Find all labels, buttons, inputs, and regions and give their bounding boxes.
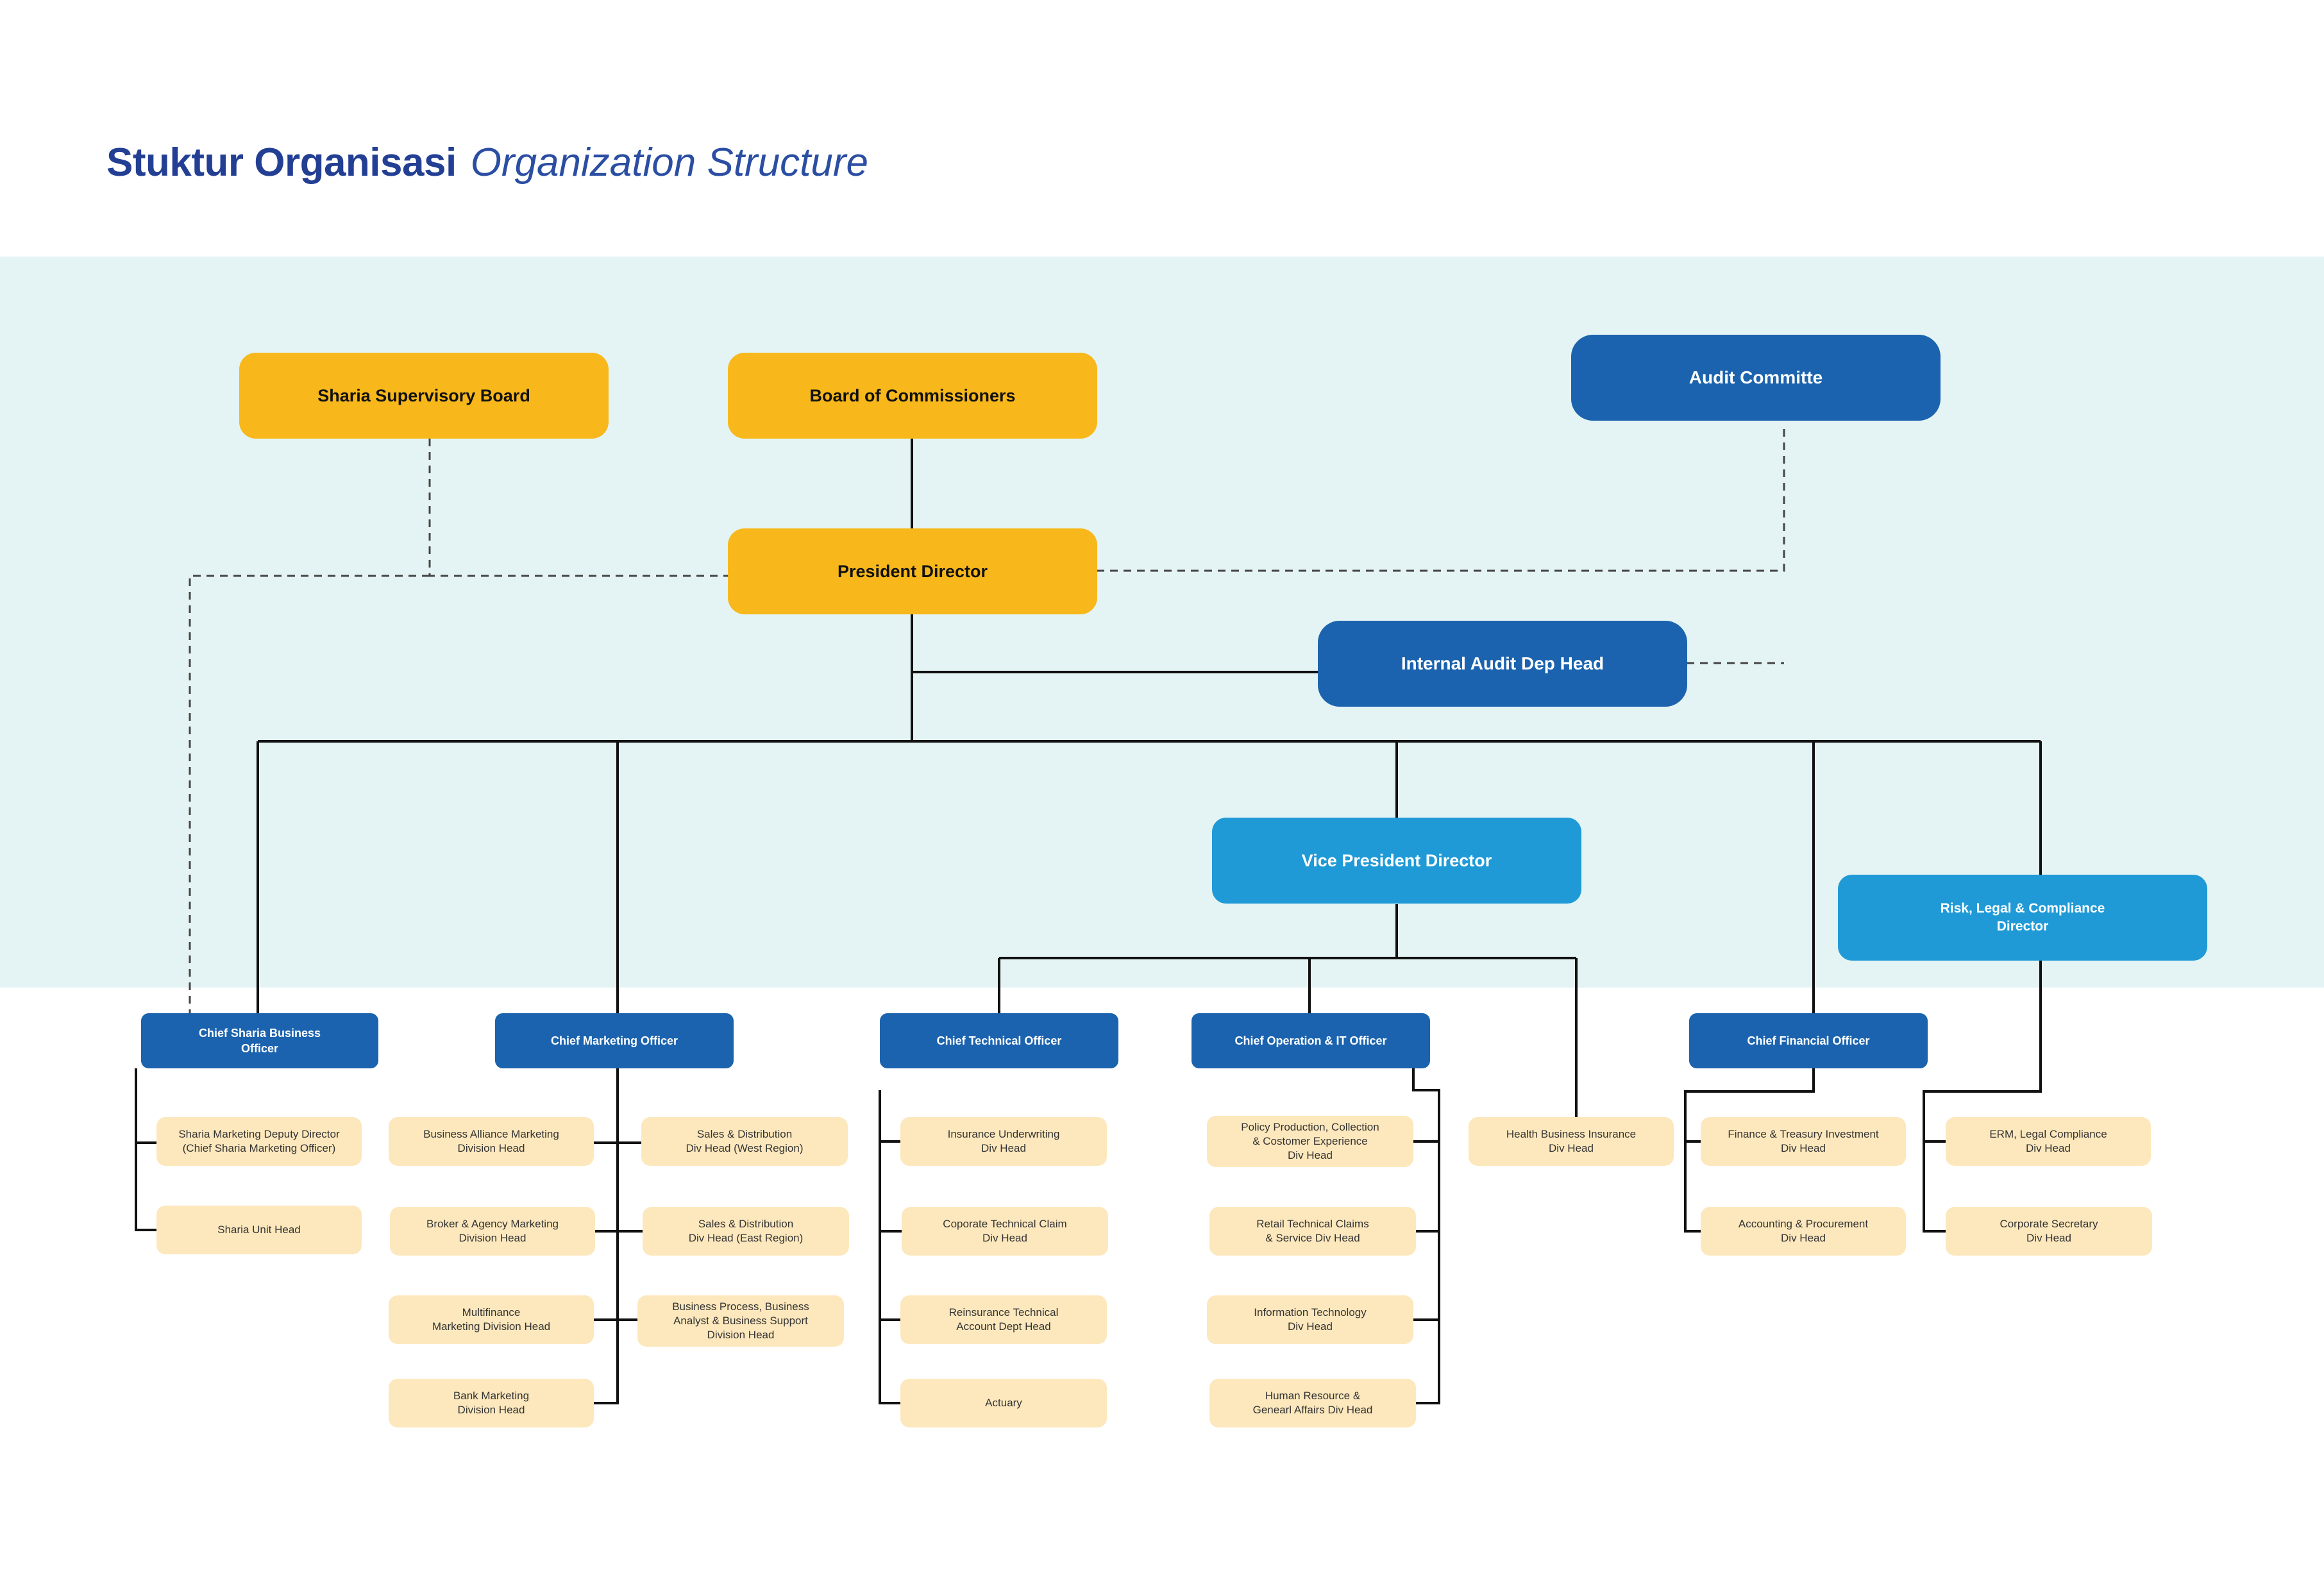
sharia-supervisory-board-box: Sharia Supervisory Board (239, 353, 609, 439)
marketing-unit-box: Business Process, Business Analyst & Bus… (637, 1295, 844, 1347)
technical-unit-label: Insurance Underwriting Div Head (947, 1128, 1060, 1154)
audit-committee-label: Audit Committe (1688, 367, 1823, 387)
marketing-unit-label: Multifinance Marketing Division Head (432, 1306, 551, 1333)
operation-unit-box: Human Resource & Genearl Affairs Div Hea… (1209, 1379, 1416, 1427)
vice-president-director-label: Vice President Director (1301, 850, 1492, 870)
health-business-insurance-box: Health Business Insurance Div Head (1469, 1117, 1674, 1166)
president-director-box: President Director (728, 528, 1097, 614)
board-of-commissioners-label: Board of Commissioners (809, 385, 1016, 405)
sharia-unit-label: Sharia Unit Head (217, 1224, 301, 1236)
audit-committee-box: Audit Committe (1571, 335, 1941, 421)
chief-marketing-officer-label: Chief Marketing Officer (550, 1034, 678, 1047)
marketing-unit-box: Business Alliance Marketing Division Hea… (389, 1117, 594, 1166)
technical-unit-box: Reinsurance Technical Account Dept Head (900, 1295, 1107, 1344)
technical-unit-label: Reinsurance Technical Account Dept Head (948, 1306, 1059, 1333)
technical-unit-box: Actuary (900, 1379, 1107, 1427)
operation-unit-label: Human Resource & Genearl Affairs Div Hea… (1252, 1390, 1373, 1416)
technical-unit-label: Actuary (985, 1397, 1022, 1409)
sharia-unit-label: Sharia Marketing Deputy Director (Chief … (178, 1128, 340, 1154)
health-business-insurance-label: Health Business Insurance Div Head (1506, 1128, 1637, 1154)
marketing-unit-box: Multifinance Marketing Division Head (389, 1295, 594, 1344)
chief-technical-officer-label: Chief Technical Officer (936, 1034, 1062, 1047)
sharia-supervisory-board-label: Sharia Supervisory Board (317, 385, 530, 405)
marketing-unit-box: Broker & Agency Marketing Division Head (390, 1207, 595, 1256)
marketing-unit-label: Broker & Agency Marketing Division Head (426, 1218, 559, 1244)
chief-sharia-business-officer-box: Chief Sharia Business Officer (141, 1013, 378, 1068)
technical-unit-box: Insurance Underwriting Div Head (900, 1117, 1107, 1166)
page-title-main: Stuktur Organisasi (106, 140, 457, 185)
risk-unit-box: Corporate Secretary Div Head (1946, 1207, 2152, 1256)
operation-unit-label: Information Technology Div Head (1254, 1306, 1367, 1333)
marketing-unit-box: Bank Marketing Division Head (389, 1379, 594, 1427)
operation-unit-label: Retail Technical Claims & Service Div He… (1256, 1218, 1369, 1244)
financial-unit-box: Accounting & Procurement Div Head (1701, 1207, 1906, 1256)
chief-marketing-officer-box: Chief Marketing Officer (495, 1013, 734, 1068)
technical-unit-label: Coporate Technical Claim Div Head (943, 1218, 1067, 1244)
financial-unit-label: Finance & Treasury Investment Div Head (1728, 1128, 1879, 1154)
sharia-unit-box: Sharia Marketing Deputy Director (Chief … (156, 1117, 362, 1166)
operation-unit-box: Information Technology Div Head (1207, 1295, 1413, 1344)
vice-president-director-box: Vice President Director (1212, 818, 1581, 904)
risk-unit-label: ERM, Legal Compliance Div Head (1989, 1128, 2107, 1154)
chief-operation-it-officer-box: Chief Operation & IT Officer (1191, 1013, 1430, 1068)
risk-unit-label: Corporate Secretary Div Head (2000, 1218, 2098, 1244)
financial-unit-box: Finance & Treasury Investment Div Head (1701, 1117, 1906, 1166)
operation-unit-box: Retail Technical Claims & Service Div He… (1209, 1207, 1416, 1256)
chief-sharia-business-officer-label: Chief Sharia Business Officer (198, 1027, 321, 1055)
sharia-unit-box: Sharia Unit Head (156, 1206, 362, 1254)
chief-financial-officer-box: Chief Financial Officer (1689, 1013, 1928, 1068)
marketing-unit-label: Sales & Distribution Div Head (West Regi… (686, 1128, 804, 1154)
chief-operation-it-officer-label: Chief Operation & IT Officer (1234, 1034, 1387, 1047)
technical-unit-box: Coporate Technical Claim Div Head (902, 1207, 1108, 1256)
marketing-unit-label: Bank Marketing Division Head (453, 1390, 530, 1416)
operation-unit-box: Policy Production, Collection & Costomer… (1207, 1116, 1413, 1167)
president-director-label: President Director (837, 561, 988, 581)
chief-financial-officer-label: Chief Financial Officer (1747, 1034, 1870, 1047)
risk-legal-compliance-director-label: Risk, Legal & Compliance Director (1940, 901, 2105, 934)
risk-unit-box: ERM, Legal Compliance Div Head (1946, 1117, 2151, 1166)
marketing-unit-label: Business Process, Business Analyst & Bus… (672, 1301, 809, 1341)
marketing-unit-box: Sales & Distribution Div Head (West Regi… (641, 1117, 848, 1166)
marketing-unit-box: Sales & Distribution Div Head (East Regi… (643, 1207, 849, 1256)
operation-unit-label: Policy Production, Collection & Costomer… (1241, 1121, 1379, 1161)
page-title: Stuktur Organisasi Organization Structure (106, 140, 868, 185)
marketing-unit-label: Sales & Distribution Div Head (East Regi… (688, 1218, 804, 1244)
board-of-commissioners-box: Board of Commissioners (728, 353, 1097, 439)
page-title-sub: Organization Structure (470, 140, 869, 185)
financial-unit-label: Accounting & Procurement Div Head (1738, 1218, 1869, 1244)
internal-audit-box: Internal Audit Dep Head (1318, 621, 1687, 707)
marketing-unit-label: Business Alliance Marketing Division Hea… (423, 1128, 559, 1154)
internal-audit-label: Internal Audit Dep Head (1401, 653, 1604, 673)
chief-technical-officer-box: Chief Technical Officer (880, 1013, 1118, 1068)
risk-legal-compliance-director-box: Risk, Legal & Compliance Director (1838, 875, 2207, 961)
